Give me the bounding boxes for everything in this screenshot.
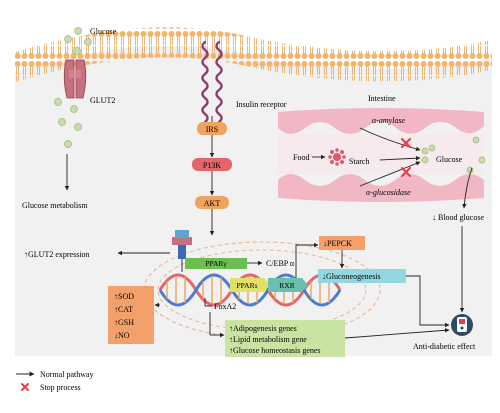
arrow-amylase [359, 127, 421, 152]
p13k-label: P13K [203, 161, 221, 170]
cell-membrane [15, 27, 492, 83]
cebp-label: C/EBP α [266, 259, 295, 268]
food-label: Food [293, 153, 309, 162]
stop-icon-glucosidase [400, 166, 412, 178]
glucose-dots-inner [54, 98, 82, 148]
insulin-receptor-label: Insulin receptor [236, 100, 287, 109]
intestine-bottom-wall [278, 174, 484, 202]
glucose-metabolism-label: Glucose metabolism [22, 201, 88, 210]
starch-cluster [328, 148, 346, 166]
arrow-glucose-blood [462, 167, 473, 209]
legend-normal-label: Normal pathway [40, 370, 94, 379]
insulin-receptor [201, 40, 223, 128]
gluconeogenesis-box [318, 269, 406, 283]
genes-adipogenesis: ↑Adipogenesis genes [229, 324, 297, 333]
pepck-box [319, 236, 365, 250]
legend-stop-label: Stop process [40, 383, 81, 392]
genes-box [225, 320, 345, 357]
foxa2-label: FoxA2 [214, 302, 236, 311]
glucometer-icon [451, 314, 473, 336]
genes-glucose-homeostasis: ↑Glucose homeostasis genes [229, 346, 321, 355]
glut2-label: GLUT2 [90, 96, 115, 105]
stop-icon-amylase [400, 137, 412, 149]
irs-label: IRS [206, 125, 218, 134]
glucose-label: Glucose [90, 27, 117, 36]
transcription-factor-icon [172, 230, 192, 259]
starch-label: Starch [349, 157, 369, 166]
glucose-dots-intestine [421, 136, 486, 174]
akt-box [195, 196, 229, 209]
antioxidant-no: ↓NO [114, 331, 130, 340]
irs-box [197, 122, 227, 135]
antioxidant-box [108, 286, 154, 344]
p13k-box [192, 158, 232, 171]
genes-lipid: ↑Lipid metabolism gene [229, 335, 307, 344]
pepck-label: ↓PEPCK [323, 239, 352, 248]
ppars-label: PPARs [237, 281, 258, 290]
intestine-title: Intestine [368, 94, 396, 103]
rxr-label: RXR [279, 281, 294, 290]
arrow-to-pepck [295, 242, 319, 278]
ppar-gamma-label: PPARγ [205, 259, 227, 268]
gluconeogenesis-label: ↓Gluconeogenesis [322, 272, 381, 281]
akt-label: AKT [204, 199, 221, 208]
intestine-top-wall [278, 108, 484, 134]
antioxidant-gsh: ↑GSH [114, 318, 134, 327]
ppars-box [230, 278, 270, 292]
arrow-glucosidase [359, 161, 421, 187]
arrow-gluco-antidiabetic [406, 275, 450, 328]
legend-stop-icon [21, 383, 29, 391]
nucleus-outline-inner [157, 249, 367, 331]
arrow-starch-glucose [379, 155, 421, 161]
alpha-glucosidase-label: α-glucosidase [366, 188, 411, 197]
rxr-box [268, 278, 308, 292]
intestine-lumen [278, 134, 484, 174]
anti-diabetic-label: Anti-diabetic effect [413, 342, 476, 351]
arrow-genes-antidiabetic [344, 328, 450, 339]
antioxidant-cat: ↑CAT [114, 305, 133, 314]
antioxidant-sod: ↑SOD [114, 292, 134, 301]
glut2-expression-label: ↑GLUT2 expression [24, 250, 90, 259]
ppar-gamma-box [185, 258, 247, 269]
alpha-amylase-label: α-amylase [372, 116, 406, 125]
blood-glucose-label: ↓ Blood glucose [432, 213, 484, 222]
glut2-transporter [63, 59, 87, 99]
intestine-glucose-label: Glucose [436, 155, 463, 164]
glucose-dots-top [64, 27, 92, 55]
